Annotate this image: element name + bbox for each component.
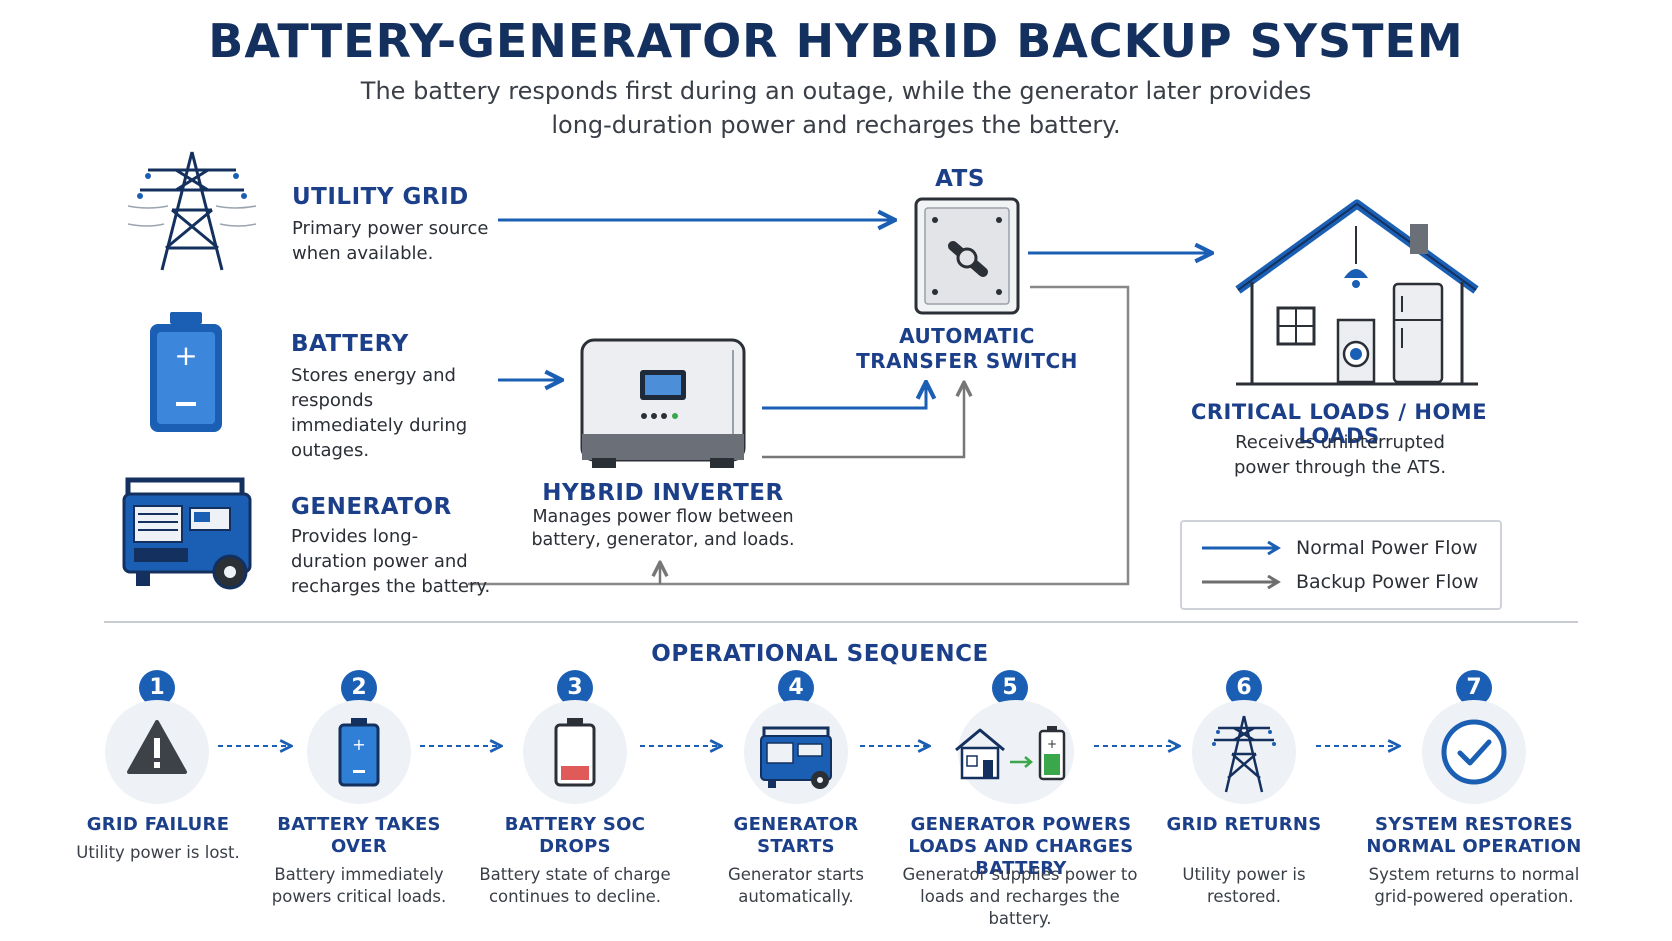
step-title: GRID FAILURE — [86, 814, 230, 835]
power-tower-icon — [128, 151, 256, 271]
page-title: BATTERY-GENERATOR HYBRID BACKUP SYSTEM — [208, 14, 1464, 68]
house-icon — [1235, 199, 1479, 386]
section-divider — [104, 621, 1578, 623]
battery-desc: Stores energy and responds immediately d… — [291, 365, 468, 461]
step-title: GENERATOR POWERS LOADS AND CHARGES BATTE… — [908, 814, 1134, 879]
loads-desc: Receives uninterrupted power through the… — [1233, 432, 1447, 478]
step-desc: Battery state of charge continues to dec… — [479, 865, 671, 906]
legend-normal-label: Normal Power Flow — [1296, 537, 1478, 559]
loads-title: CRITICAL LOADS / HOME LOADS — [1190, 400, 1488, 448]
step-desc: Utility power is restored. — [1182, 865, 1306, 906]
hybrid-inverter-icon — [580, 338, 746, 468]
legend-backup: Backup Power Flow — [1202, 568, 1479, 596]
page-subtitle: The battery responds first during an out… — [360, 77, 1312, 139]
legend: Normal Power Flow Backup Power Flow — [1180, 520, 1502, 610]
generator-icon — [122, 477, 252, 590]
svg-text:+: + — [1047, 737, 1057, 751]
power-tower-icon — [1212, 715, 1276, 793]
sequence-title: OPERATIONAL SEQUENCE — [651, 641, 989, 667]
svg-text:+: + — [174, 339, 197, 372]
step-desc: Utility power is lost. — [76, 843, 240, 862]
checkmark-icon — [1441, 719, 1507, 785]
step-number: 4 — [778, 670, 814, 706]
transfer-switch-icon — [914, 197, 1020, 315]
inverter-title: HYBRID INVERTER — [542, 480, 784, 506]
arrow-inverter-backup-to-ats — [762, 384, 964, 459]
inverter-desc: Manages power flow between battery, gene… — [531, 507, 795, 550]
battery-low-icon — [554, 718, 596, 787]
step-desc: Generator supplies power to loads and re… — [902, 865, 1138, 928]
svg-text:+: + — [352, 735, 365, 754]
legend-normal: Normal Power Flow — [1202, 534, 1478, 562]
step-desc: Generator starts automatically. — [727, 865, 865, 906]
backup-loop-line — [468, 285, 1130, 586]
step-title: GRID RETURNS — [1166, 814, 1322, 835]
gray-arrow-icon — [1202, 575, 1281, 589]
step-title: BATTERY SOC DROPS — [504, 814, 646, 857]
step-desc: Battery immediately powers critical load… — [271, 865, 447, 906]
arrow-inverter-to-ats — [762, 384, 926, 410]
generator-title: GENERATOR — [291, 494, 452, 520]
ats-title: AUTOMATIC TRANSFER SWITCH — [856, 324, 1078, 373]
battery-full-icon: + — [338, 718, 380, 787]
generator-icon — [760, 726, 832, 789]
generator-desc: Provides long-duration power and recharg… — [291, 526, 491, 597]
warning-icon — [127, 720, 187, 774]
utility-grid-desc: Primary power source when available. — [292, 218, 489, 264]
blue-arrow-icon — [1202, 541, 1281, 555]
step-title: GENERATOR STARTS — [733, 814, 859, 857]
step-title: BATTERY TAKES OVER — [277, 814, 441, 857]
utility-grid-title: UTILITY GRID — [292, 184, 469, 210]
battery-icon: + — [150, 312, 222, 432]
step-desc: System returns to normal grid-powered op… — [1368, 865, 1580, 906]
step-number: 3 — [557, 670, 593, 706]
battery-title: BATTERY — [291, 331, 409, 357]
ats-short-label: ATS — [935, 166, 985, 192]
step-title: SYSTEM RESTORES NORMAL OPERATION — [1366, 814, 1582, 857]
house-battery-icon: + — [955, 726, 1066, 781]
legend-backup-label: Backup Power Flow — [1296, 571, 1479, 593]
step-number: 6 — [1226, 670, 1262, 706]
